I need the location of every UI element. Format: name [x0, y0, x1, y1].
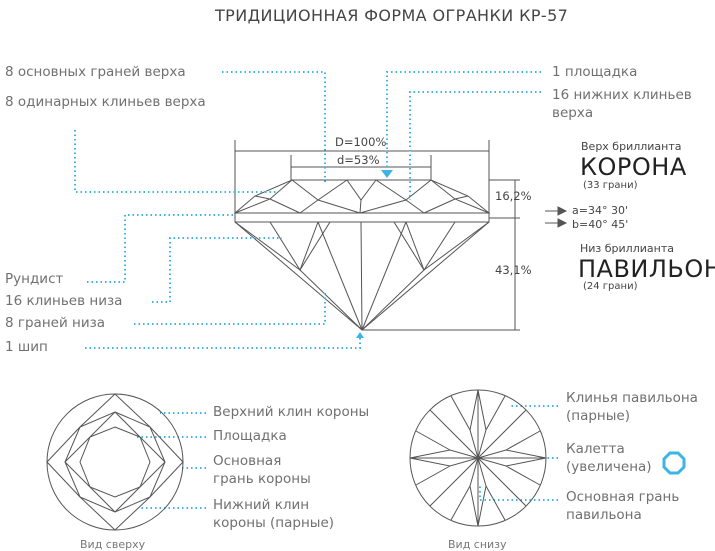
label-upper-crown-wedge: Верхний клин короны — [213, 404, 370, 420]
label-pavilion-wedges: Клинья павильона (парные) — [566, 390, 698, 424]
crown-name: КОРОНА — [580, 153, 687, 181]
dim-pavilion-depth: 43,1% — [495, 263, 532, 277]
label-lower-crown-wedge: Нижний клин короны (парные) — [213, 497, 335, 531]
top-view-diagram — [46, 393, 184, 531]
dim-diameter: D=100% — [335, 135, 387, 149]
bottom-view-diagram — [409, 389, 547, 527]
label-upper-main-facets: 8 основных граней верха — [5, 64, 186, 80]
crown-caption: Верх бриллианта — [581, 140, 682, 153]
pavilion-angle: b=40° 45' — [572, 218, 629, 231]
label-lower-facets: 8 граней низа — [5, 315, 106, 331]
label-girdle: Рундист — [5, 271, 64, 287]
dim-crown-height: 16,2% — [495, 189, 532, 203]
label-crown-main-facet: Основная грань короны — [213, 453, 311, 487]
crown-angle: a=34° 30' — [572, 204, 628, 217]
label-table: 1 площадка — [552, 64, 638, 80]
arrow-right-icon — [545, 206, 568, 228]
diagram-title: ТРИДИЦИОННАЯ ФОРМА ОГРАНКИ КР-57 — [215, 6, 569, 25]
pavilion-caption: Низ бриллианта — [580, 242, 674, 255]
girdle-band — [234, 212, 490, 223]
pavilion-facets: (24 грани) — [583, 281, 638, 292]
label-top-table: Площадка — [213, 428, 287, 444]
label-culet: 1 шип — [5, 339, 48, 355]
label-upper-single-wedges: 8 одинарных клиньев верха — [5, 94, 206, 110]
label-lower-crown-wedges: 16 нижних клиньев верха — [552, 87, 692, 121]
label-lower-wedges: 16 клиньев низа — [5, 293, 123, 309]
dim-table-diameter: d=53% — [337, 153, 380, 167]
crown-facets: (33 грани) — [583, 180, 638, 191]
octagon-culet-icon — [662, 451, 686, 475]
caption-top-view: Вид сверху — [80, 538, 146, 551]
pavilion-name: ПАВИЛЬОН — [578, 255, 715, 283]
caption-bottom-view: Вид снизу — [448, 538, 507, 551]
label-pavilion-main-facet: Основная грань павильона — [566, 489, 680, 523]
label-bottom-culet: Калетта (увеличена) — [566, 441, 652, 475]
